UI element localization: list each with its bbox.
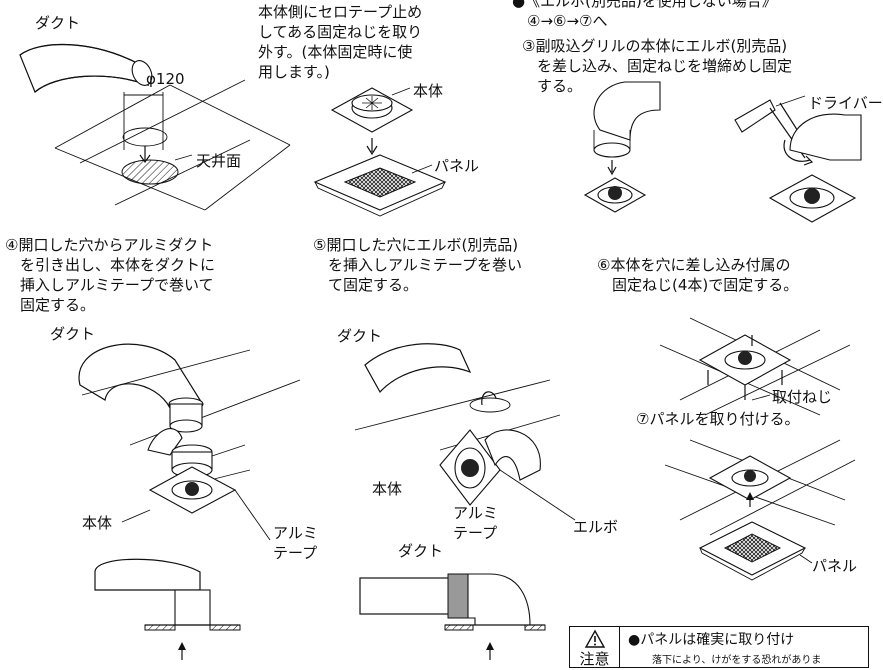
fig-elbow-screwdriver — [583, 81, 862, 223]
step6-instruction: ⑥本体を穴に差し込み付属の 固定ねじ(4本)で固定する。 — [597, 256, 799, 294]
fig-duct-ceiling — [19, 43, 291, 211]
screwdriver-label: ドライバー — [808, 94, 883, 112]
caution-title: 注意 — [579, 650, 610, 668]
step5-instruction: ⑤開口した穴にエルボ(別売品) を挿入しアルミテープを巻い て固定する。 — [313, 236, 522, 294]
fig-step7 — [664, 439, 856, 581]
duct-label-step5-bottom: ダクト — [398, 542, 444, 560]
flexible-duct — [19, 43, 153, 93]
fig-step6 — [659, 317, 851, 416]
caution-box: 注意 ●パネルは確実に取り付け 落下により、けがをする恐れがありま — [569, 626, 869, 668]
step3-instruction: ③副吸込グリルの本体にエルボ(別売品) を差し込み、固定ねじを増締めし固定 する… — [522, 37, 793, 95]
step4-instruction: ④開口した穴からアルミダクト を引き出し、本体をダクトに 挿入しアルミテープで巻… — [5, 236, 216, 314]
mounting-screw-label: 取付ねじ — [772, 388, 833, 406]
caution-sub-text: 落下により、けがをする恐れがありま — [652, 655, 822, 666]
elbow-label: エルボ — [573, 518, 619, 536]
duct-label-step4: ダクト — [50, 325, 96, 343]
remove-screw-instruction: 本体側にセロテープ止め してある固定ねじを取り 外す。(本体固定時に使 用します… — [258, 3, 423, 81]
illustrations — [19, 43, 862, 660]
duct-label-step5-top: ダクト — [337, 327, 383, 345]
tape-label-step4: アルミ テープ — [273, 524, 318, 562]
fig-step4 — [78, 343, 301, 660]
body-label-step5: 本体 — [372, 480, 403, 498]
diameter-label: φ120 — [146, 70, 185, 88]
fig-body-panel — [313, 87, 447, 217]
ceiling-label: 天井面 — [196, 152, 242, 170]
fig-step5 — [354, 343, 576, 660]
no-elbow-heading: ●《エルボ(別売品)を使用しない場合》 ④→⑥→⑦へ — [512, 0, 777, 30]
caution-label-cell: 注意 — [570, 627, 620, 668]
duct-label-top-left: ダクト — [35, 14, 81, 32]
body-label-step4: 本体 — [82, 514, 113, 532]
step7-instruction: ⑦パネルを取り付ける。 — [636, 410, 800, 428]
caution-main-text: ●パネルは確実に取り付け — [628, 632, 795, 648]
panel-label-top: パネル — [434, 157, 480, 175]
warning-triangle-icon — [584, 629, 605, 648]
panel-label-step7: パネル — [812, 557, 858, 575]
tape-label-step5: アルミ テープ — [453, 504, 498, 542]
body-label-top: 本体 — [413, 82, 444, 100]
